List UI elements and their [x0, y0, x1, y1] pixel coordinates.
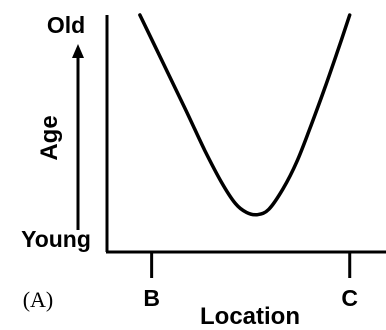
y-axis-bottom-label: Young — [21, 226, 91, 252]
series-line — [138, 13, 352, 217]
x-tick-label-c: C — [341, 285, 358, 311]
y-arrow-head — [72, 44, 84, 58]
y-axis-title: Age — [36, 115, 63, 160]
panel-label: (A) — [23, 287, 54, 312]
x-axis-title: Location — [200, 303, 300, 330]
y-axis-top-label: Old — [47, 12, 85, 38]
x-tick-label-b: B — [143, 285, 160, 311]
x-ticks — [150, 252, 352, 278]
